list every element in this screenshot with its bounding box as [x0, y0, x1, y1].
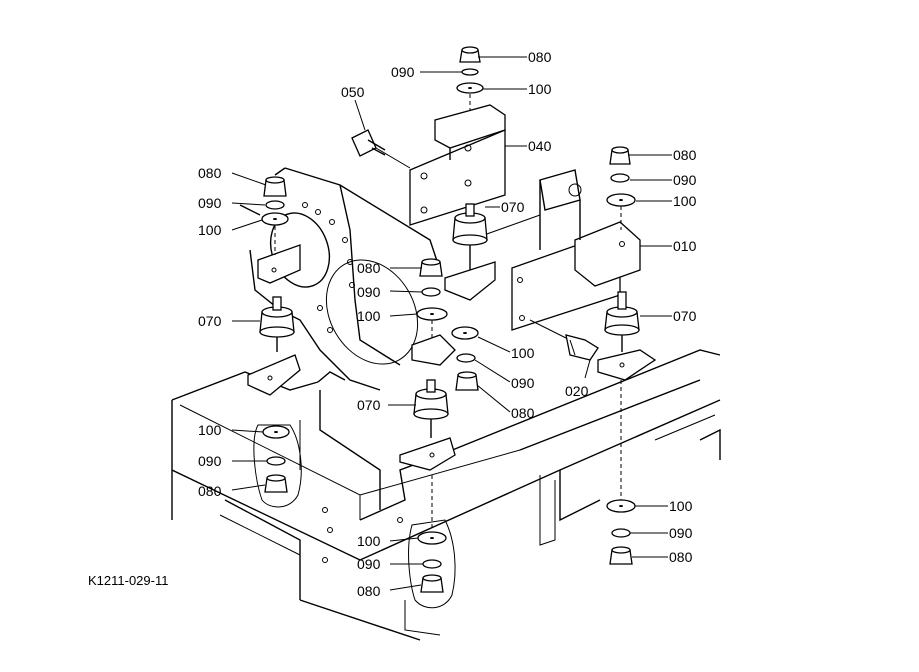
hardware-stack-center-upper [416, 258, 448, 340]
bolt-050 [351, 129, 411, 169]
hardware-stack-center-middle [451, 326, 479, 391]
hardware-stack-left-bottom [253, 424, 302, 508]
label-010: 010 [673, 238, 697, 254]
label-100-right-top: 100 [673, 193, 697, 209]
bracket-040 [409, 104, 506, 226]
label-080-center-middle: 080 [511, 405, 535, 421]
part-labels: 080 090 100 050 040 080 090 100 010 070 … [88, 49, 697, 599]
label-090-center-middle: 090 [511, 375, 535, 391]
label-090-left-top: 090 [198, 195, 222, 211]
hardware-stack-top [456, 46, 484, 110]
label-080-right-top: 080 [673, 147, 697, 163]
label-100-center-bottom: 100 [357, 533, 381, 549]
label-080-right-bottom: 080 [669, 549, 693, 565]
label-080-center-upper: 080 [357, 260, 381, 276]
label-090-top: 090 [391, 64, 415, 80]
label-080-top: 080 [528, 49, 552, 65]
center-mount-bracket [399, 261, 496, 471]
label-100-center-middle: 100 [511, 345, 535, 361]
label-070-top-center: 070 [501, 199, 525, 215]
hardware-stack-right-top [606, 146, 636, 230]
label-070-left: 070 [198, 313, 222, 329]
label-040: 040 [528, 138, 552, 154]
label-080-left-bottom: 080 [198, 483, 222, 499]
bracket-010 [469, 169, 641, 331]
rubber-mount-right [604, 291, 640, 352]
rubber-mount-center [413, 379, 449, 438]
label-090-left-bottom: 090 [198, 453, 222, 469]
label-070-right: 070 [673, 308, 697, 324]
label-050: 050 [341, 84, 365, 100]
hardware-stack-left-top [261, 176, 289, 255]
label-100-top: 100 [528, 81, 552, 97]
label-100-left-top: 100 [198, 222, 222, 238]
hardware-stack-center-bottom [404, 475, 456, 636]
left-mount-bracket [247, 244, 301, 396]
rubber-mount-top-center [452, 203, 488, 270]
rubber-mount-left [259, 296, 295, 352]
reference-code: K1211-029-11 [88, 573, 168, 588]
label-100-right-bottom: 100 [669, 498, 693, 514]
bolt-020 [529, 319, 599, 361]
label-090-right-bottom: 090 [669, 525, 693, 541]
label-100-left-bottom: 100 [198, 422, 222, 438]
leader-lines [231, 56, 672, 591]
label-090-center-upper: 090 [357, 284, 381, 300]
label-020: 020 [565, 383, 589, 399]
hardware-stack-right-bottom [606, 380, 636, 565]
right-mount-bracket [597, 349, 657, 381]
chassis-frame [171, 167, 721, 641]
label-090-right-top: 090 [673, 172, 697, 188]
label-090-center-bottom: 090 [357, 556, 381, 572]
label-070-center: 070 [357, 397, 381, 413]
label-080-center-bottom: 080 [357, 583, 381, 599]
label-080-left-top: 080 [198, 165, 222, 181]
label-100-center-upper: 100 [357, 308, 381, 324]
